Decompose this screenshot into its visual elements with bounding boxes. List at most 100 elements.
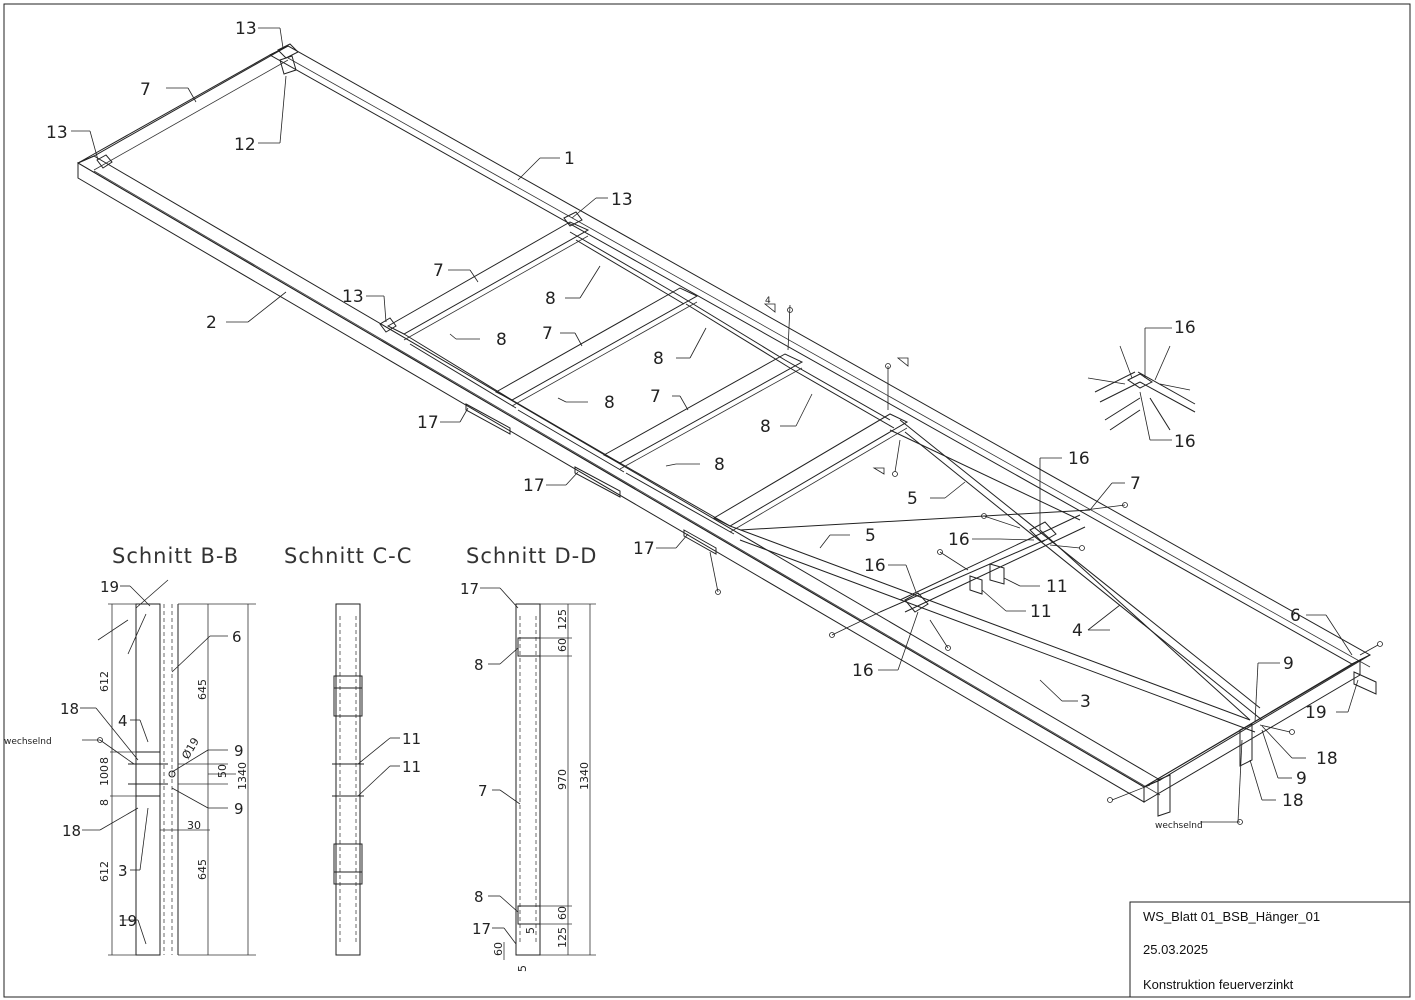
label-pos-8: 8 bbox=[496, 330, 507, 350]
title-block-frame bbox=[1129, 901, 1411, 998]
label-pos-4: 4 bbox=[1072, 621, 1083, 641]
label-b-4: 4 bbox=[118, 712, 128, 730]
dim-612: 612 bbox=[98, 671, 111, 692]
label-b-3: 3 bbox=[118, 862, 128, 880]
node-detail-16 bbox=[1087, 327, 1196, 441]
label-b-18: 18 bbox=[60, 700, 79, 718]
label-pos-13: 13 bbox=[342, 287, 364, 307]
label-pos-7: 7 bbox=[1130, 474, 1141, 494]
section-d-d: Schnitt D-D 125 60 970 1340 60 125 60 5 … bbox=[460, 544, 597, 972]
label-d-17: 17 bbox=[472, 920, 491, 938]
member-1-outer bbox=[268, 45, 1372, 665]
weld-size: 4 bbox=[765, 296, 771, 306]
label-pos-11: 11 bbox=[1046, 577, 1068, 597]
gusset-plates bbox=[96, 43, 1057, 613]
label-pos-7: 7 bbox=[650, 387, 661, 407]
member-7-front bbox=[77, 45, 289, 164]
label-b-18: 18 bbox=[62, 822, 81, 840]
dim-19: Ø19 bbox=[179, 735, 202, 761]
label-pos-8: 8 bbox=[714, 455, 725, 475]
weld-note: wechselnd bbox=[1155, 821, 1203, 831]
label-d-8: 8 bbox=[474, 656, 484, 674]
dim-60: 60 bbox=[556, 906, 569, 920]
label-b-19: 19 bbox=[118, 912, 137, 930]
label-c-11: 11 bbox=[402, 730, 421, 748]
position-leaders bbox=[71, 27, 1359, 801]
label-pos-8: 8 bbox=[604, 393, 615, 413]
dim-1340: 1340 bbox=[236, 762, 249, 790]
label-pos-7: 7 bbox=[542, 324, 553, 344]
label-pos-16: 16 bbox=[1174, 318, 1196, 338]
dim-125: 125 bbox=[556, 609, 569, 630]
label-b-9: 9 bbox=[234, 800, 244, 818]
dim-50: 50 bbox=[216, 764, 229, 778]
section-c-title: Schnitt C-C bbox=[284, 544, 412, 568]
label-b-9: 9 bbox=[234, 742, 244, 760]
diagonal-members bbox=[729, 419, 1263, 733]
dim-60: 60 bbox=[492, 942, 505, 956]
cross-members-7 bbox=[386, 221, 909, 533]
label-pos-18: 18 bbox=[1282, 791, 1304, 811]
dim-100: 100 bbox=[98, 765, 111, 786]
inner-members-8 bbox=[403, 231, 895, 535]
dim-5: 5 bbox=[524, 927, 537, 934]
position-labels: 7 13 12 13 1 13 2 13 7 8 8 7 8 8 7 8 8 1… bbox=[46, 19, 1338, 811]
label-b-19: 19 bbox=[100, 578, 119, 596]
dim-8: 8 bbox=[98, 757, 111, 764]
weld-note-b: wechselnd bbox=[4, 737, 52, 747]
dim-5: 5 bbox=[516, 965, 529, 972]
title-block: WS_Blatt 01_BSB_Hänger_01 25.03.2025 Kon… bbox=[1129, 901, 1411, 998]
section-c-c: Schnitt C-C 11 11 bbox=[284, 544, 421, 956]
label-d-8: 8 bbox=[474, 888, 484, 906]
label-pos-11: 11 bbox=[1030, 602, 1052, 622]
label-pos-18: 18 bbox=[1316, 749, 1338, 769]
dim-645: 645 bbox=[196, 679, 209, 700]
section-b-b: Schnitt B-B 612 612 645 645 1340 100 8 8 bbox=[4, 544, 256, 956]
label-b-6: 6 bbox=[232, 628, 242, 646]
label-pos-16: 16 bbox=[948, 530, 970, 550]
label-pos-3: 3 bbox=[1080, 692, 1091, 712]
label-pos-19: 19 bbox=[1305, 703, 1327, 723]
label-pos-5: 5 bbox=[865, 526, 876, 546]
label-pos-17: 17 bbox=[633, 539, 655, 559]
dim-970: 970 bbox=[556, 769, 569, 790]
label-pos-13: 13 bbox=[235, 19, 257, 39]
label-pos-16: 16 bbox=[852, 661, 874, 681]
rear-brackets bbox=[1157, 671, 1377, 817]
sheet-border bbox=[3, 3, 1411, 998]
dim-645: 645 bbox=[196, 859, 209, 880]
label-pos-17: 17 bbox=[523, 476, 545, 496]
dim-1340: 1340 bbox=[578, 762, 591, 790]
label-pos-9: 9 bbox=[1283, 654, 1294, 674]
dim-60: 60 bbox=[556, 638, 569, 652]
label-pos-16: 16 bbox=[864, 556, 886, 576]
label-pos-16: 16 bbox=[1174, 432, 1196, 452]
isometric-frame bbox=[76, 43, 1377, 817]
dim-612: 612 bbox=[98, 861, 111, 882]
label-pos-5: 5 bbox=[907, 489, 918, 509]
label-d-7: 7 bbox=[478, 782, 488, 800]
drawing-date: 25.03.2025 bbox=[1143, 942, 1208, 957]
label-pos-7: 7 bbox=[433, 261, 444, 281]
label-pos-8: 8 bbox=[545, 289, 556, 309]
label-pos-9: 9 bbox=[1296, 769, 1307, 789]
drawing-name: WS_Blatt 01_BSB_Hänger_01 bbox=[1143, 909, 1320, 924]
angle-brackets bbox=[465, 403, 1005, 595]
section-d-title: Schnitt D-D bbox=[466, 544, 597, 568]
label-c-11: 11 bbox=[402, 758, 421, 776]
label-pos-6: 6 bbox=[1290, 606, 1301, 626]
label-d-17: 17 bbox=[460, 580, 479, 598]
label-pos-13: 13 bbox=[611, 190, 633, 210]
drawing-note: Konstruktion feuerverzinkt bbox=[1143, 977, 1294, 992]
dim-8: 8 bbox=[98, 799, 111, 806]
label-pos-13: 13 bbox=[46, 123, 68, 143]
label-pos-16: 16 bbox=[1068, 449, 1090, 469]
label-pos-17: 17 bbox=[417, 413, 439, 433]
label-pos-1: 1 bbox=[564, 149, 575, 169]
section-b-title: Schnitt B-B bbox=[112, 544, 239, 568]
dim-125: 125 bbox=[556, 927, 569, 948]
label-pos-7: 7 bbox=[140, 80, 151, 100]
label-pos-12: 12 bbox=[234, 135, 256, 155]
label-pos-8: 8 bbox=[760, 417, 771, 437]
